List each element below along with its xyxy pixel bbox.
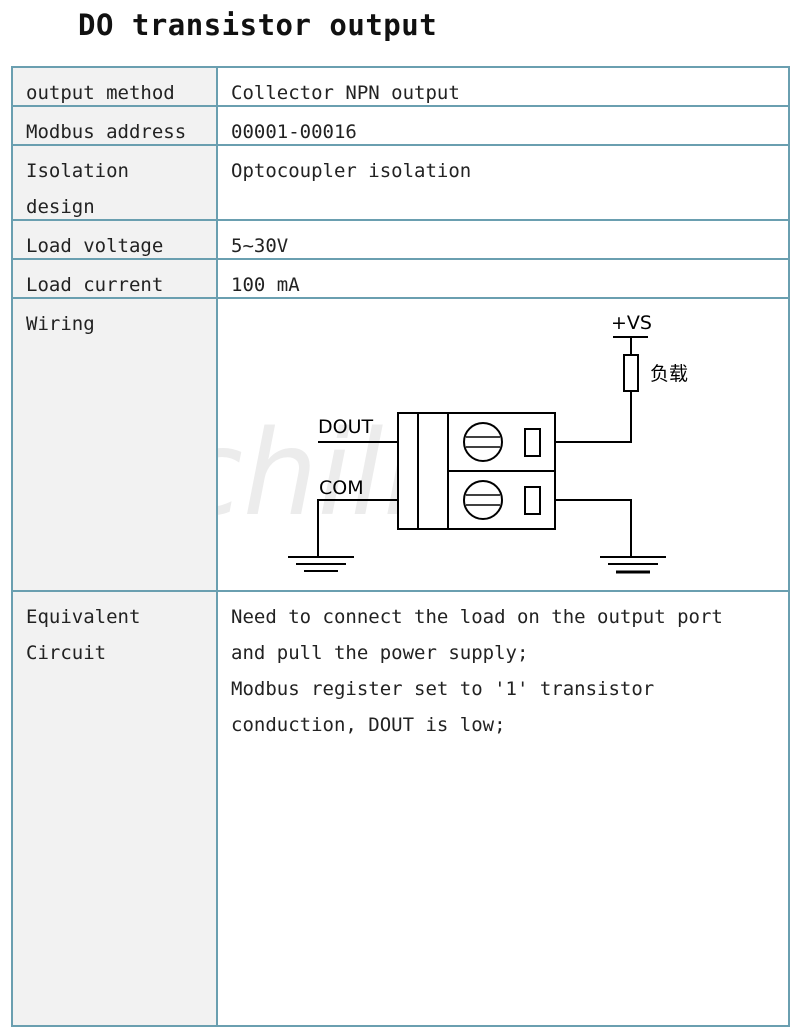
label-text: Equivalent — [26, 606, 141, 628]
row-label: Modbus address — [13, 107, 218, 144]
table-row: output method Collector NPN output — [13, 68, 788, 107]
table-row: Load voltage 5~30V — [13, 221, 788, 260]
screw-icon — [463, 422, 503, 462]
wiring-diagram: chillli +VS 负载 — [218, 312, 688, 574]
label-text: Modbus address — [26, 121, 187, 143]
value-text: Need to connect the load on the output p… — [231, 606, 723, 628]
row-label: output method — [13, 68, 218, 105]
label-text: Isolation — [26, 160, 129, 182]
table-row: Equivalent Circuit Need to connect the l… — [13, 592, 788, 1025]
value-text: 00001-00016 — [231, 121, 357, 143]
row-value: Collector NPN output — [218, 68, 788, 105]
row-label: Wiring — [13, 299, 218, 590]
vs-label: +VS — [611, 312, 652, 334]
label-text: Wiring — [26, 313, 95, 335]
table-row: Modbus address 00001-00016 — [13, 107, 788, 146]
table-row: Load current 100 mA — [13, 260, 788, 299]
row-value: 5~30V — [218, 221, 788, 258]
row-value: Optocoupler isolation — [218, 146, 788, 219]
screw-icon — [463, 480, 503, 520]
value-text: 100 mA — [231, 274, 300, 296]
value-text: Optocoupler isolation — [231, 160, 472, 182]
value-text: Modbus register set to '1' transistor — [231, 678, 655, 700]
terminal-contact — [524, 486, 541, 515]
com-label: COM — [319, 477, 364, 499]
table-row: Wiring chillli +VS 负载 — [13, 299, 788, 592]
value-text: and pull the power supply; — [231, 642, 529, 664]
dout-label: DOUT — [318, 416, 373, 438]
wiring-cell: chillli +VS 负载 — [218, 299, 788, 590]
value-text: Collector NPN output — [231, 82, 460, 104]
terminal-contact — [524, 428, 541, 457]
row-label: Load current — [13, 260, 218, 297]
row-value: 100 mA — [218, 260, 788, 297]
label-text: Load voltage — [26, 235, 164, 257]
load-resistor — [623, 354, 639, 392]
load-label: 负载 — [650, 363, 688, 385]
page-title: DO transistor output — [78, 8, 438, 42]
ground-wire — [555, 499, 632, 557]
row-label: Equivalent Circuit — [13, 592, 218, 1025]
label-text: design — [26, 196, 95, 218]
row-value: Need to connect the load on the output p… — [218, 592, 788, 1025]
label-text: Circuit — [26, 642, 107, 664]
row-value: 00001-00016 — [218, 107, 788, 144]
com-wire — [317, 499, 398, 557]
value-text: 5~30V — [231, 235, 289, 257]
label-text: output method — [26, 82, 175, 104]
table-row: Isolation design Optocoupler isolation — [13, 146, 788, 221]
value-text: conduction, DOUT is low; — [231, 714, 506, 736]
spec-table: output method Collector NPN output Modbu… — [11, 66, 790, 1027]
label-text: Load current — [26, 274, 164, 296]
load-to-dout-wire — [555, 391, 632, 443]
row-label: Load voltage — [13, 221, 218, 258]
row-label: Isolation design — [13, 146, 218, 219]
